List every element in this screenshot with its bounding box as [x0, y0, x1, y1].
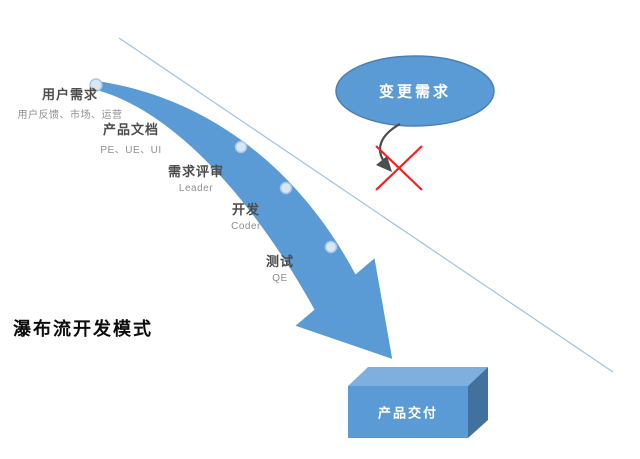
stage-testing: 测试 QE	[266, 251, 294, 284]
stage-dot	[234, 140, 248, 154]
stage-label: 需求评审	[167, 164, 225, 179]
stage-product-docs: 产品文档 PE、UE、UI	[100, 119, 161, 156]
stage-development: 开发 Coder	[231, 199, 261, 232]
stage-label: 产品文档	[102, 122, 160, 137]
stage-user-requirements: 用户需求 用户反馈、市场、运营	[18, 84, 123, 121]
change-bubble-label: 变更需求	[378, 83, 452, 101]
stage-requirement-review: 需求评审 Leader	[168, 161, 224, 194]
stage-sublabel: 用户反馈、市场、运营	[17, 110, 123, 121]
stage-label: 开发	[231, 202, 260, 217]
delivery-box-front-face	[348, 386, 468, 438]
stage-sublabel: QE	[272, 273, 288, 284]
stage-label: 测试	[265, 254, 295, 269]
stage-label: 用户需求	[41, 87, 98, 102]
change-request-bubble	[335, 55, 495, 127]
waterfall-flow-arrow	[97, 81, 393, 359]
stage-dot	[324, 240, 338, 254]
stage-sublabel: Leader	[178, 183, 214, 194]
diagonal-divider-line	[118, 37, 614, 373]
diagram-title: 瀑布流开发模式	[13, 319, 153, 339]
stage-sublabel: PE、UE、UI	[100, 145, 162, 156]
delivery-box-label: 产品交付	[377, 405, 439, 421]
delivery-box-top-face	[348, 367, 488, 386]
delivery-box-side-face	[468, 367, 488, 438]
stage-dot	[89, 78, 103, 92]
stage-dot	[279, 181, 293, 195]
change-arrow-head	[376, 156, 392, 172]
stage-sublabel: Coder	[231, 221, 261, 232]
reject-x-icon	[375, 145, 423, 191]
change-arrow	[379, 123, 401, 164]
